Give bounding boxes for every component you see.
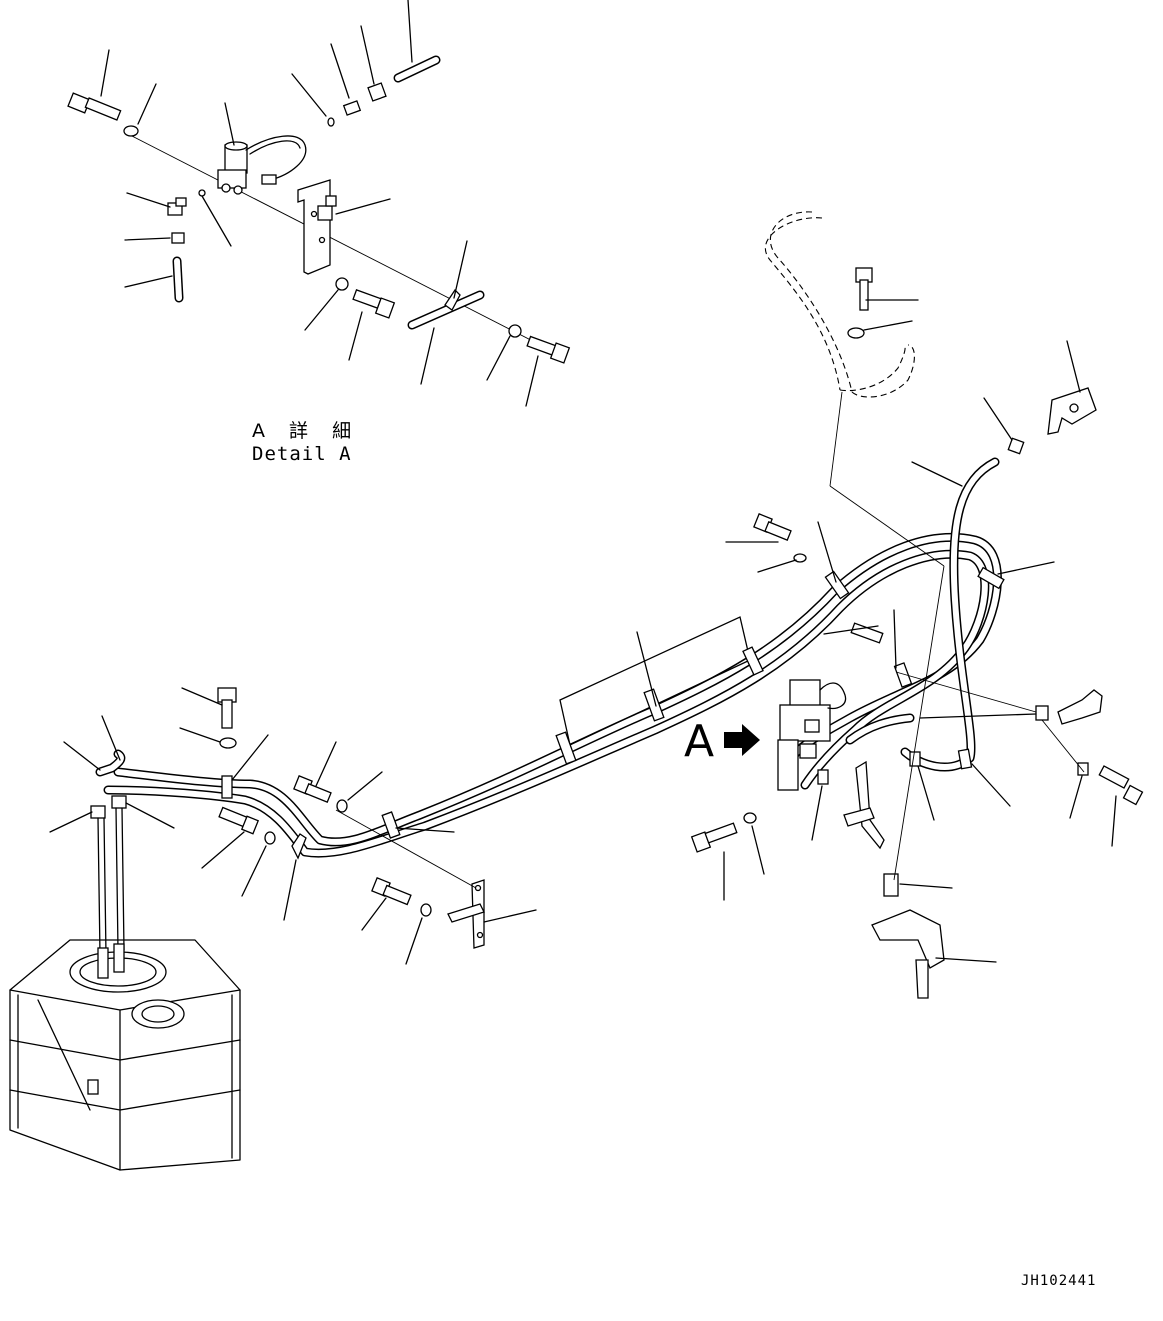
right-fittings	[1007, 387, 1144, 806]
washer-detail-2	[335, 277, 349, 291]
fuel-tank	[9, 939, 241, 1171]
route-clamps	[221, 566, 1005, 860]
leader-lines-detail	[100, 0, 539, 407]
washer-detail-3	[508, 324, 522, 338]
clamp-hose-detail	[407, 288, 485, 330]
leader-lines-main	[49, 299, 1117, 965]
detail-title-en: Detail A	[252, 443, 352, 465]
bolt-detail-3	[526, 335, 571, 364]
valve-assembly	[777, 679, 847, 791]
bolt-top-right	[847, 267, 873, 339]
view-marker-label: A	[684, 716, 715, 767]
valve-bracket	[297, 179, 333, 275]
detail-title-jp: A 詳 細	[252, 420, 361, 442]
solenoid-valve	[217, 135, 307, 195]
hose-piece-left	[172, 256, 184, 303]
nut-bracket	[325, 195, 337, 207]
drawing-number: JH102441	[1021, 1273, 1097, 1289]
bracket-lower-right	[843, 760, 885, 850]
main-hose-route	[95, 457, 1002, 858]
bracket-far-right	[871, 873, 945, 999]
oring-small	[198, 189, 206, 197]
dashed-hose	[764, 211, 915, 398]
hose-piece-top	[393, 55, 441, 83]
bracket-lower-middle	[447, 879, 485, 949]
oring-top	[327, 117, 335, 127]
detail-a-assembly	[67, 0, 571, 407]
fitting-top	[342, 82, 387, 116]
tank-connectors	[90, 795, 127, 956]
bolt-detail-1	[67, 92, 122, 121]
elbow-fitting	[167, 197, 187, 244]
washer-detail-1	[123, 125, 139, 137]
view-arrow-icon	[724, 724, 760, 756]
bolt-detail-2	[352, 289, 396, 319]
bolts-main	[217, 513, 884, 917]
